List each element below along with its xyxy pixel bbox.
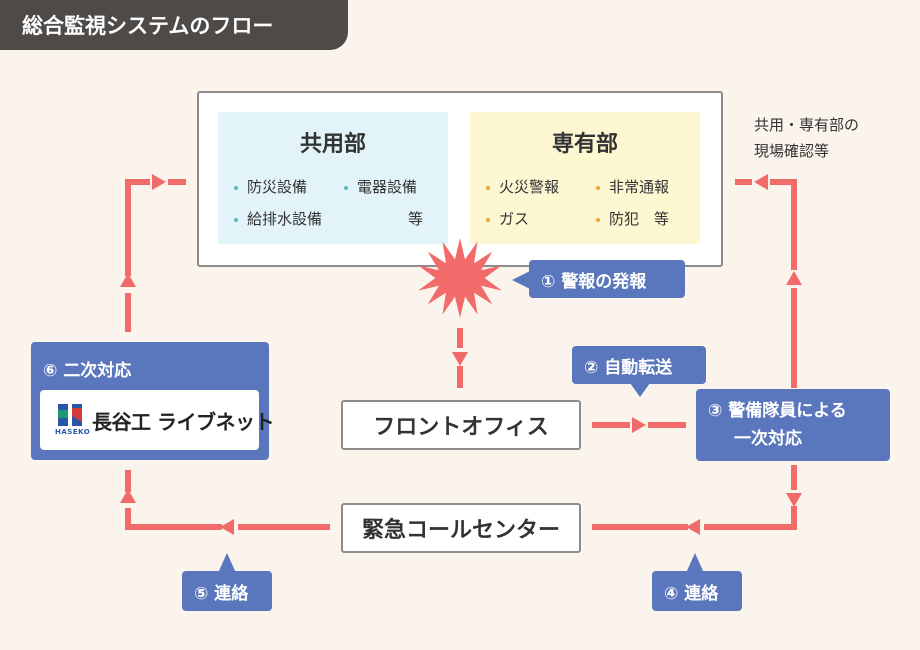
common-item-label: 給排水設備 [247,210,323,228]
bullet-icon [234,217,238,222]
bullet-icon [596,217,600,222]
private-area-title: 専有部 [551,132,618,157]
private-item-label: 非常通報 [609,178,670,196]
site-check-note-line: 現場確認等 [754,142,830,160]
private-item: 防犯 等 [596,208,669,229]
step-alarm-badge: ① 警報の発報 [529,260,685,298]
step-secondary-panel: ⑥ 二次対応 HASEKO 長谷工 ライブネット [31,342,274,460]
step-transfer-badge: ② 自動転送 [572,346,706,384]
private-item-label: ガス [499,210,530,228]
badge-pointer-icon [218,553,236,573]
bullet-icon [486,217,490,222]
badge-pointer-icon [630,383,650,397]
front-office-box: フロントオフィス [341,400,581,450]
alarm-burst-icon [418,238,502,318]
site-check-note-line: 共用・専有部の [754,116,860,134]
badge-pointer-icon [686,553,704,573]
private-item: 非常通報 [596,176,669,197]
bullet-icon [234,185,238,190]
common-area-panel: 共用部 防災設備 電器設備 給排水設備 等 [218,112,448,244]
logo-subtext: HASEKO [55,428,91,436]
step-guard-badge: ③ 警備隊員による 一次対応 [696,389,890,461]
private-item: ガス [486,208,529,229]
step-contact-left-badge: ⑤ 連絡 [182,571,272,611]
private-item-label: 防犯 等 [609,210,670,228]
call-center-box: 緊急コールセンター [341,503,581,553]
common-item: 給排水設備 [234,208,322,229]
common-item-label: 防災設備 [247,178,308,196]
step-secondary-label: ⑥ 二次対応 [43,361,132,381]
step-guard-line: ③ 警備隊員による [708,401,847,421]
page-title: 総合監視システムのフロー [0,0,348,50]
haseko-logo-icon [58,404,82,426]
bullet-icon [486,185,490,190]
common-item-label: 電器設備 [357,178,418,196]
private-area-panel: 専有部 火災警報 非常通報 ガス 防犯 等 [470,112,700,244]
common-area-title: 共用部 [299,132,366,157]
private-item: 火災警報 [486,176,559,197]
common-item: 電器設備 [344,176,417,197]
common-item: 防災設備 [234,176,307,197]
logo-company-name: 長谷工 ライブネット [92,410,274,434]
bullet-icon [344,185,348,190]
private-item-label: 火災警報 [499,178,560,196]
company-logo: HASEKO 長谷工 ライブネット [40,390,274,450]
common-item-etc: 等 [408,210,424,228]
step-contact-right-badge: ④ 連絡 [652,571,742,611]
step-guard-line: 一次対応 [734,429,802,449]
site-check-note: 共用・専有部の 現場確認等 [754,112,859,164]
badge-pointer-icon [512,270,532,290]
bullet-icon [596,185,600,190]
